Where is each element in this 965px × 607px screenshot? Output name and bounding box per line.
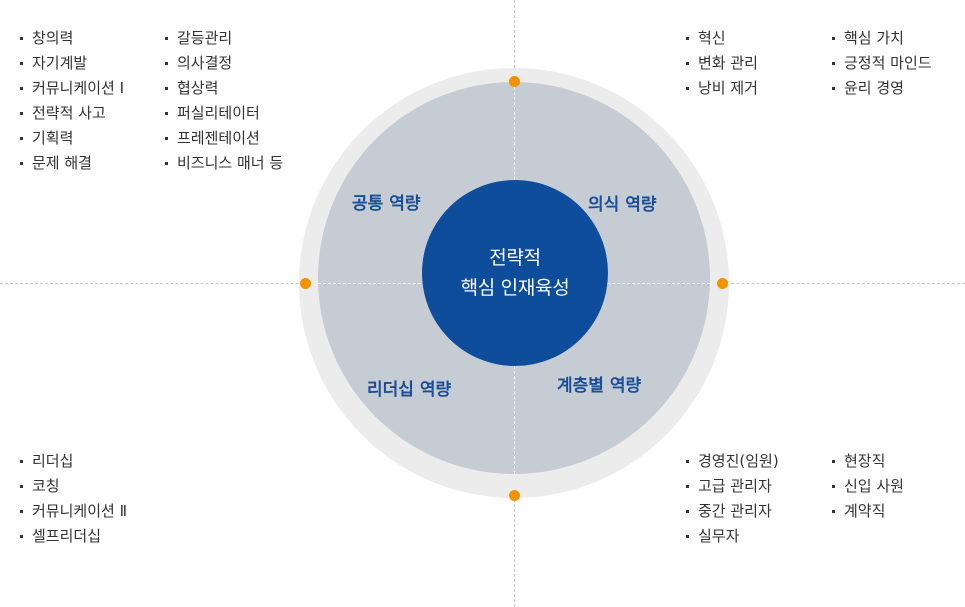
list-item: 코칭 xyxy=(20,474,127,499)
list-item: 의사결정 xyxy=(165,51,283,76)
list-item: 퍼실리테이터 xyxy=(165,101,283,126)
list-item: 창의력 xyxy=(20,26,124,51)
list-item: 낭비 제거 xyxy=(686,76,758,101)
list-item: 전략적 사고 xyxy=(20,101,124,126)
list-item: 비즈니스 매너 등 xyxy=(165,151,283,176)
list-bottom-left: 리더십 코칭 커뮤니케이션 Ⅱ 셀프리더십 xyxy=(20,449,127,549)
list-item: 계약직 xyxy=(832,499,904,524)
list-item: 긍정적 마인드 xyxy=(832,51,932,76)
list-top-right-b: 핵심 가치 긍정적 마인드 윤리 경영 xyxy=(832,26,932,101)
list-item: 문제 해결 xyxy=(20,151,124,176)
list-item: 프레젠테이션 xyxy=(165,126,283,151)
list-bottom-right-b: 현장직 신입 사원 계약직 xyxy=(832,449,904,524)
list-bottom-right-a: 경영진(임원) 고급 관리자 중간 관리자 실무자 xyxy=(686,449,779,549)
list-top-left-b: 갈등관리 의사결정 협상력 퍼실리테이터 프레젠테이션 비즈니스 매너 등 xyxy=(165,26,283,176)
list-item: 커뮤니케이션 Ⅰ xyxy=(20,76,124,101)
quadrant-label-tier: 계층별 역량 xyxy=(557,376,642,396)
list-item: 실무자 xyxy=(686,524,779,549)
list-item: 리더십 xyxy=(20,449,127,474)
list-item: 커뮤니케이션 Ⅱ xyxy=(20,499,127,524)
list-item: 현장직 xyxy=(832,449,904,474)
top-dot xyxy=(509,76,520,87)
list-item: 셀프리더십 xyxy=(20,524,127,549)
list-item: 혁신 xyxy=(686,26,758,51)
list-item: 신입 사원 xyxy=(832,474,904,499)
center-core: 전략적 핵심 인재육성 xyxy=(422,180,608,366)
list-item: 고급 관리자 xyxy=(686,474,779,499)
list-top-left-a: 창의력 자기계발 커뮤니케이션 Ⅰ 전략적 사고 기획력 문제 해결 xyxy=(20,26,124,176)
list-item: 중간 관리자 xyxy=(686,499,779,524)
quadrant-label-leadership: 리더십 역량 xyxy=(367,380,452,400)
center-title-line2: 핵심 인재육성 xyxy=(460,277,570,299)
list-item: 갈등관리 xyxy=(165,26,283,51)
list-item: 기획력 xyxy=(20,126,124,151)
list-top-right-a: 혁신 변화 관리 낭비 제거 xyxy=(686,26,758,101)
quadrant-label-mindset: 의식 역량 xyxy=(588,195,657,215)
bottom-dot xyxy=(509,490,520,501)
center-title-line1: 전략적 xyxy=(489,247,541,269)
list-item: 협상력 xyxy=(165,76,283,101)
list-item: 자기계발 xyxy=(20,51,124,76)
list-item: 변화 관리 xyxy=(686,51,758,76)
quadrant-label-common: 공통 역량 xyxy=(352,194,421,214)
right-dot xyxy=(717,278,728,289)
list-item: 경영진(임원) xyxy=(686,449,779,474)
list-item: 윤리 경영 xyxy=(832,76,932,101)
left-dot xyxy=(300,278,311,289)
list-item: 핵심 가치 xyxy=(832,26,932,51)
